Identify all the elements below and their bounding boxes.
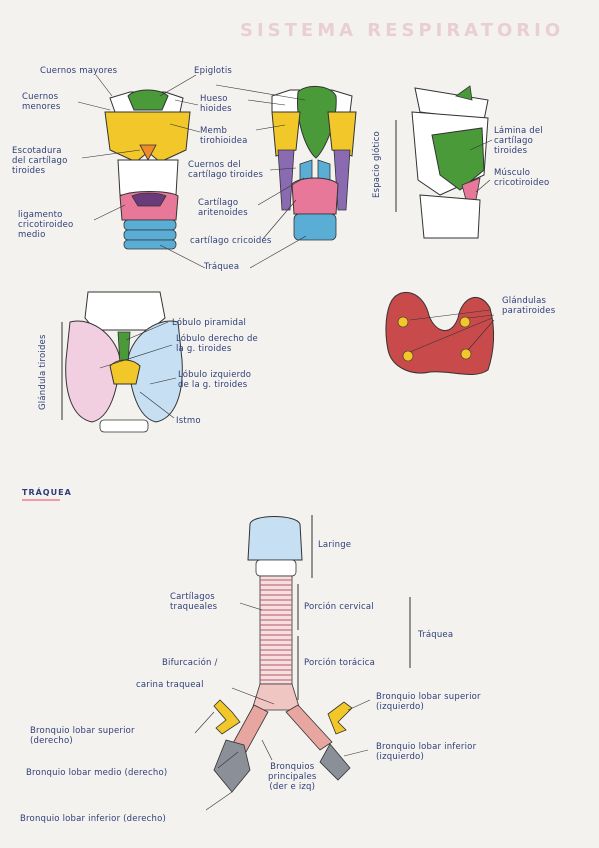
label-bronquio-inf-der: Bronquio lobar inferior (derecho) [20, 814, 167, 824]
label-istmo: Istmo [176, 416, 201, 426]
label-hueso-hioides: Hueso hioides [200, 94, 232, 114]
page-title: SISTEMA RESPIRATORIO [240, 20, 565, 41]
label-porcion-cervical: Porción cervical [304, 602, 374, 612]
label-cuernos-del-tiroides: Cuernos del cartílago tiroides [188, 160, 264, 180]
larynx-side-drawing [395, 85, 489, 239]
label-bronquio-sup-der: Bronquio lobar superior (derecho) [30, 726, 135, 746]
label-bronquio-medio-der: Bronquio lobar medio (derecho) [26, 768, 168, 778]
label-traquea-right: Tráquea [418, 630, 454, 640]
label-memb-tirohioidea: Memb tirohioidea [200, 126, 248, 146]
label-bifurcacion: Bifurcación / [162, 658, 218, 668]
label-cuernos-mayores: Cuernos mayores [40, 66, 118, 76]
label-bronquio-inf-izq: Bronquio lobar inferior (izquierdo) [376, 742, 477, 762]
thyroid-drawing [61, 291, 183, 433]
label-bronquios-principales: Bronquios principales (der e izq) [268, 762, 317, 792]
label-aritenoides: Cartílago aritenoides [198, 198, 248, 218]
label-lobulo-piramidal: Lóbulo piramidal [172, 318, 247, 328]
label-escotadura: Escotadura del cartílago tiroides [12, 146, 68, 176]
label-lobulo-izquierdo: Lóbulo izquierdo de la g. tiroides [178, 370, 252, 390]
section-heading-traquea: TRÁQUEA [22, 488, 72, 497]
label-carina: carina traqueal [136, 680, 204, 690]
trachea-drawing [213, 515, 411, 793]
label-ligamento: ligamento cricotiroideo medio [18, 210, 74, 240]
larynx-back-drawing [271, 86, 357, 241]
label-cartilagos-traqueales: Cartílagos traqueales [170, 592, 218, 612]
label-porcion-toracica: Porción torácica [304, 658, 376, 668]
label-laringe: Laringe [318, 540, 352, 550]
larynx-front-drawing [104, 89, 191, 250]
label-cricoides: cartílago cricoides [190, 236, 272, 246]
label-bronquio-sup-izq: Bronquio lobar superior (izquierdo) [376, 692, 481, 712]
leader-lines [77, 74, 495, 811]
label-cuernos-menores: Cuernos menores [22, 92, 61, 112]
label-traquea-larynx: Tráquea [204, 262, 240, 272]
label-epiglotis: Epiglotis [194, 66, 233, 76]
parathyroid-drawing [385, 291, 495, 375]
label-musculo: Músculo cricotiroideo [494, 168, 550, 188]
label-espacio-glotico: Espacio glótico [372, 131, 382, 198]
label-paratiroides: Glándulas paratiroides [502, 296, 556, 316]
label-lamina: Lámina del cartílago tiroides [494, 126, 543, 156]
label-glandula-tiroides: Glándula tiroides [38, 334, 48, 410]
label-lobulo-derecho: Lóbulo derecho de la g. tiroides [176, 334, 258, 354]
